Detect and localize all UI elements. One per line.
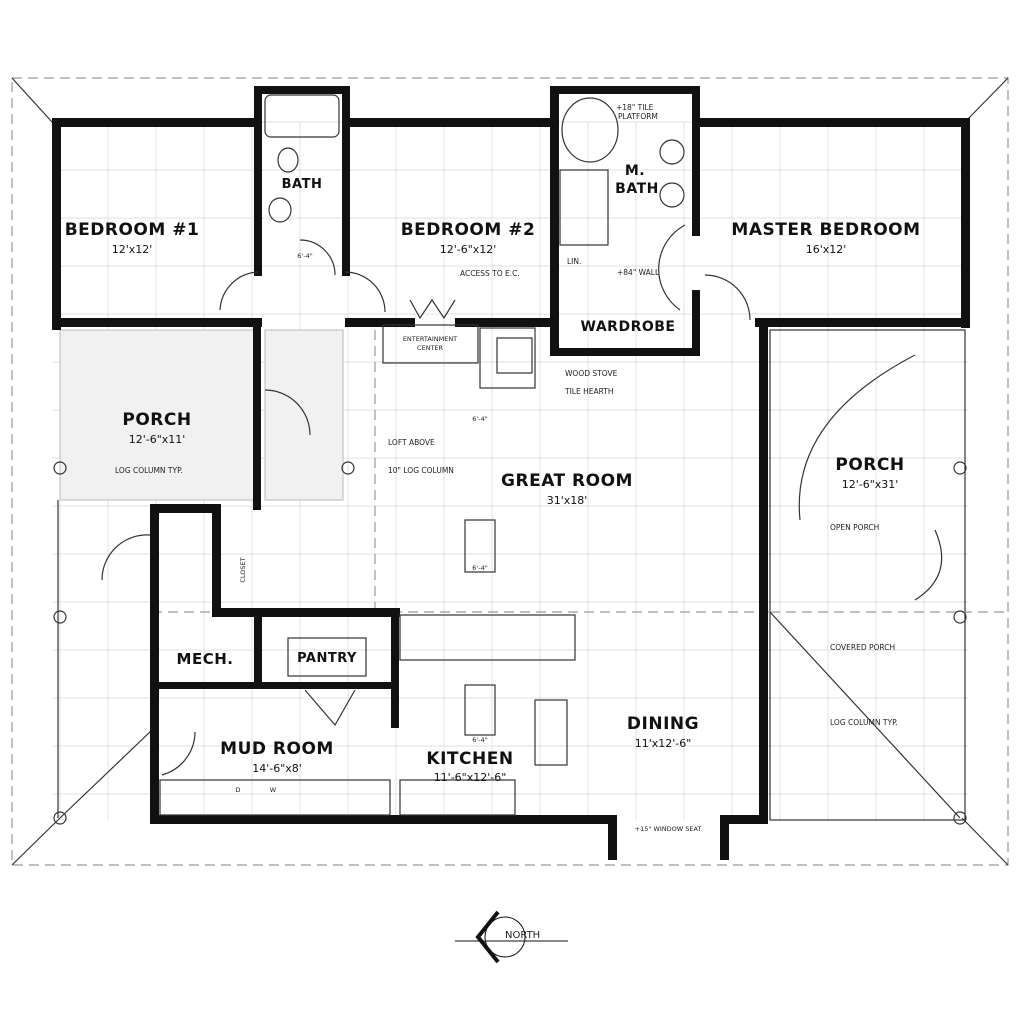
size-master: 16'x12' bbox=[806, 243, 847, 256]
kitchen-island bbox=[464, 684, 496, 736]
note-covered-porch: COVERED PORCH bbox=[830, 643, 895, 652]
room-mbath-2: BATH bbox=[615, 181, 659, 197]
north-label: NORTH bbox=[505, 930, 540, 941]
kitchen-sink-counter bbox=[399, 779, 516, 816]
note-log-column-typ-2: LOG COLUMN TYP. bbox=[830, 718, 898, 727]
open-porch-arrow bbox=[798, 354, 916, 521]
mudroom-counter bbox=[159, 779, 391, 816]
dryer-label: D bbox=[235, 786, 240, 794]
background-grid bbox=[52, 121, 968, 820]
note-loft: LOFT ABOVE bbox=[388, 438, 435, 447]
door-bedroom2[interactable] bbox=[344, 271, 386, 313]
size-porch-west: 12'-6"x11' bbox=[129, 433, 186, 446]
room-great: GREAT ROOM bbox=[501, 471, 633, 491]
east-porch-deck bbox=[769, 329, 966, 821]
size-bedroom2: 12'-6"x12' bbox=[440, 243, 497, 256]
room-pantry: PANTRY bbox=[297, 651, 357, 666]
room-master: MASTER BEDROOM bbox=[731, 220, 920, 240]
note-log-column-typ: LOG COLUMN TYP. bbox=[115, 466, 183, 475]
note-open-porch: OPEN PORCH bbox=[830, 523, 879, 532]
pantry-shelf bbox=[287, 637, 367, 677]
door-bedroom1[interactable] bbox=[219, 271, 259, 311]
roof-outline bbox=[11, 77, 1009, 866]
note-ceiling-great: 6'-4" bbox=[472, 415, 487, 423]
size-kitchen: 11'-6"x12'-6" bbox=[434, 771, 507, 784]
sink-master-1 bbox=[659, 139, 685, 165]
note-closet: CLOSET bbox=[239, 557, 247, 582]
room-mech: MECH. bbox=[177, 650, 234, 668]
room-porch-east: PORCH bbox=[835, 455, 904, 475]
tub-master bbox=[561, 97, 619, 163]
sink bbox=[268, 197, 292, 223]
room-bath: BATH bbox=[282, 177, 323, 192]
note-ceiling-bath: 6'-4" bbox=[297, 252, 312, 260]
north-arrow: NORTH bbox=[455, 910, 568, 964]
note-tile-platform: +18" TILE bbox=[616, 103, 654, 112]
bathtub bbox=[264, 94, 340, 138]
entertainment-center bbox=[382, 324, 479, 364]
room-mud: MUD ROOM bbox=[220, 739, 334, 759]
door-bath[interactable] bbox=[299, 239, 336, 276]
kitchen-counter-tile bbox=[399, 614, 576, 661]
size-dining: 11'x12'-6" bbox=[635, 737, 692, 750]
note-ceiling-kitchen: 6'-4" bbox=[472, 736, 487, 744]
door-mudroom[interactable] bbox=[161, 731, 196, 776]
note-ceiling-table: 6'-4" bbox=[472, 564, 487, 572]
room-mbath-1: M. bbox=[625, 163, 645, 179]
note-wood-stove: WOOD STOVE bbox=[565, 369, 618, 378]
door-pantry[interactable] bbox=[304, 689, 356, 727]
washer-label: W bbox=[270, 786, 277, 794]
toilet bbox=[277, 147, 299, 173]
door-master[interactable] bbox=[704, 274, 751, 321]
cooktop bbox=[534, 699, 568, 766]
room-porch-west: PORCH bbox=[122, 410, 191, 430]
door-mbath[interactable] bbox=[658, 224, 686, 311]
room-dining: DINING bbox=[627, 714, 699, 734]
note-window-seat: +15" WINDOW SEAT bbox=[635, 825, 702, 833]
log-columns bbox=[53, 461, 967, 825]
shower bbox=[559, 169, 609, 246]
note-ent-center-2: CENTER bbox=[417, 344, 444, 352]
size-bedroom1: 12'x12' bbox=[112, 243, 153, 256]
stone-patio bbox=[264, 329, 344, 501]
wood-stove bbox=[496, 337, 533, 374]
note-lin: LIN. bbox=[567, 257, 581, 266]
size-porch-east: 12'-6"x31' bbox=[842, 478, 899, 491]
size-great: 31'x18' bbox=[547, 494, 588, 507]
note-ent-center: ENTERTAINMENT bbox=[403, 335, 457, 343]
open-porch-arrow-2 bbox=[914, 529, 943, 601]
table bbox=[464, 519, 496, 573]
size-mud: 14'-6"x8' bbox=[252, 762, 302, 775]
sink-master-2 bbox=[659, 182, 685, 208]
stone-porch-west bbox=[59, 329, 256, 501]
note-tile-hearth: TILE HEARTH bbox=[564, 387, 614, 396]
note-access: ACCESS TO E.C. bbox=[460, 269, 520, 278]
door-west-entry[interactable] bbox=[101, 534, 151, 581]
room-kitchen: KITCHEN bbox=[426, 749, 513, 769]
note-tile-platform-2: PLATFORM bbox=[618, 112, 658, 121]
note-wall: +84" WALL bbox=[617, 268, 660, 277]
note-log-column: 10" LOG COLUMN bbox=[388, 466, 454, 475]
room-bedroom2: BEDROOM #2 bbox=[401, 220, 536, 240]
tile-hearth bbox=[479, 327, 536, 389]
door-porch[interactable] bbox=[264, 389, 311, 436]
room-wardrobe: WARDROBE bbox=[581, 319, 676, 335]
walls bbox=[52, 86, 970, 860]
room-bedroom1: BEDROOM #1 bbox=[65, 220, 200, 240]
door-entertainment[interactable] bbox=[409, 298, 456, 320]
north-arrow-icon bbox=[475, 910, 500, 964]
